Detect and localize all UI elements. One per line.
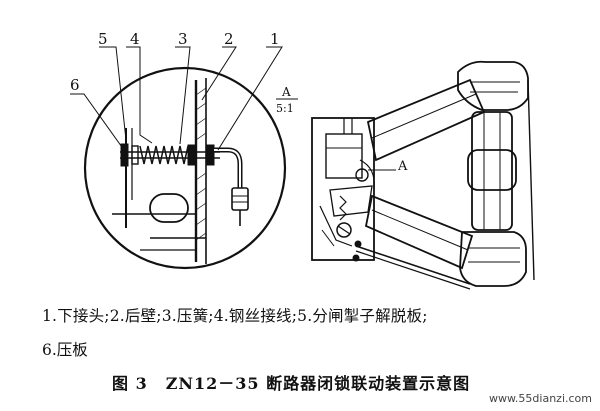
callout-2: 2: [224, 30, 234, 48]
linkage-rod: [355, 245, 471, 285]
breaker-assembly: [311, 60, 535, 290]
figure-title: ZN12－35 断路器闭锁联动装置示意图: [165, 374, 471, 393]
callout-6: 6: [70, 76, 80, 94]
detail-label: A: [281, 85, 291, 99]
callout-1: 1: [270, 30, 280, 48]
pressure-plate: [120, 143, 129, 167]
lower-connector: [214, 147, 243, 188]
lower-arm: [364, 194, 474, 270]
upper-pole: [457, 60, 529, 111]
watermark: www.55dianzi.com: [488, 392, 592, 405]
figure-number: 图 3: [112, 374, 148, 393]
view-label-a: A: [397, 159, 408, 174]
compression-spring: [139, 145, 189, 165]
callout-3: 3: [178, 30, 188, 48]
legend-line-1: 1.下接头;2.后壁;3.压簧;4.钢丝接线;5.分闸掣子解脱板;: [42, 307, 428, 325]
legend-line-2: 6.压板: [42, 341, 88, 359]
callouts: [70, 46, 283, 151]
lower-pole: [459, 231, 527, 287]
callout-5: 5: [98, 30, 108, 48]
mechanism-frame: [311, 117, 375, 261]
oval-slot: [149, 193, 189, 223]
callout-4: 4: [130, 30, 140, 48]
detail-circle: [83, 66, 287, 270]
detail-view: [83, 66, 287, 270]
middle-pole: [471, 111, 513, 231]
upper-arm: [366, 78, 486, 162]
detail-scale: 5:1: [276, 102, 294, 115]
figure-caption: 图 3 ZN12－35 断路器闭锁联动装置示意图: [112, 370, 470, 394]
